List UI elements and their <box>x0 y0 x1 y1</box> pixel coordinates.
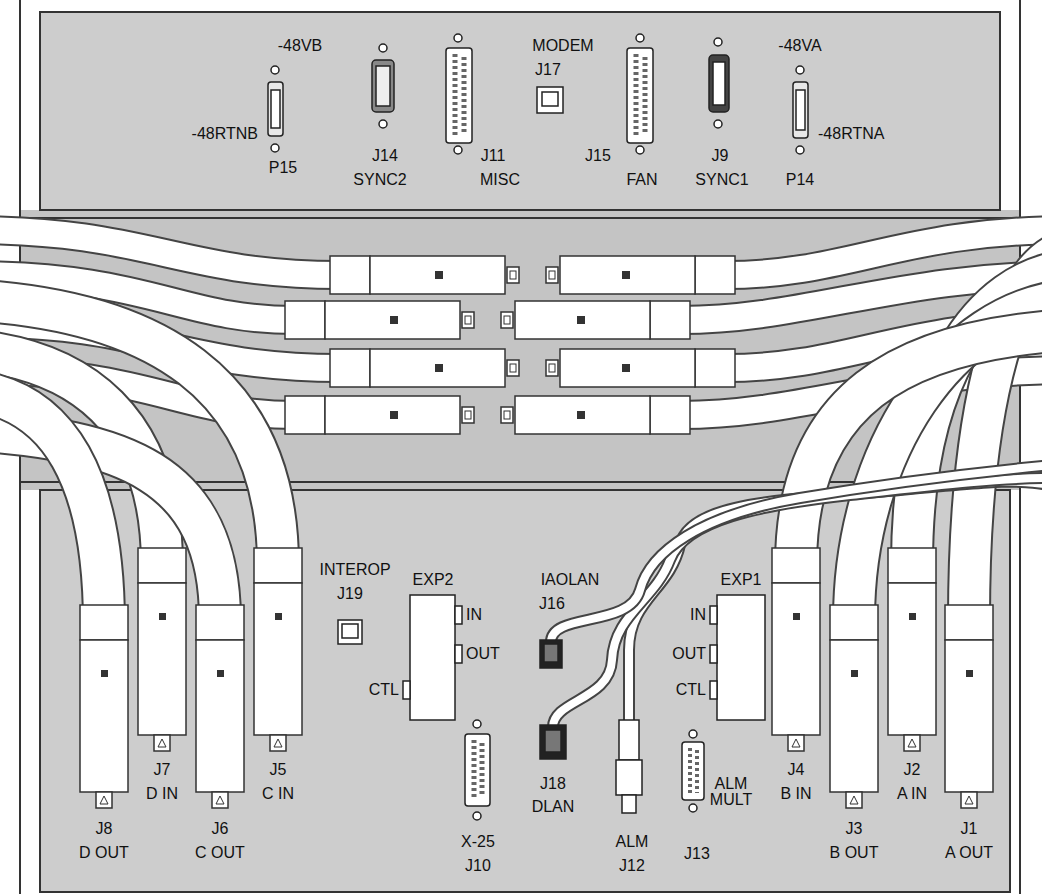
connector-label: IN <box>466 607 482 623</box>
connector-label: OUT <box>672 646 706 662</box>
connector-label: D IN <box>146 786 178 802</box>
connector-label: J2 <box>904 762 921 778</box>
connector-label: B OUT <box>830 845 879 861</box>
connector-label: D OUT <box>79 845 129 861</box>
connector-label: J12 <box>619 858 645 874</box>
connector-label: J10 <box>465 858 491 874</box>
connector-label: OUT <box>466 646 500 662</box>
connector-label: SYNC1 <box>695 172 748 188</box>
connector-label: IN <box>690 607 706 623</box>
connector-label: A OUT <box>945 845 993 861</box>
connector-label: J15 <box>585 148 611 164</box>
connector-label: J17 <box>535 62 561 78</box>
connector-label: X-25 <box>461 834 495 850</box>
connector-label: P14 <box>786 172 814 188</box>
connector-label: B IN <box>780 786 811 802</box>
connector-label: EXP1 <box>721 572 762 588</box>
connector-label: C IN <box>262 786 294 802</box>
connector-label: J7 <box>154 762 171 778</box>
connector-label: J8 <box>96 821 113 837</box>
connector-label: INTEROP <box>319 562 390 578</box>
connector-label: ALM MULT <box>706 776 756 808</box>
connector-label: MODEM <box>532 38 593 54</box>
connector-label: J18 <box>540 776 566 792</box>
connector-label: J19 <box>337 586 363 602</box>
connector-label: -48VA <box>778 38 821 54</box>
connector-label: EXP2 <box>413 572 454 588</box>
connector-label: CTL <box>369 682 399 698</box>
connector-label: -48RTNB <box>192 126 258 142</box>
connector-label: J6 <box>212 821 229 837</box>
lan-alarm-cables <box>551 465 1042 727</box>
connector-label: C OUT <box>195 845 245 861</box>
inline-plugs <box>285 256 735 434</box>
connector-label: DLAN <box>532 799 575 815</box>
connector-label: J16 <box>539 596 565 612</box>
connector-label: J4 <box>788 762 805 778</box>
connector-label: J3 <box>846 821 863 837</box>
connector-label: ALM <box>616 834 649 850</box>
connector-label: SYNC2 <box>353 172 406 188</box>
connector-label: J13 <box>684 846 710 862</box>
connector-label: J14 <box>372 148 398 164</box>
connector-label: MISC <box>480 172 520 188</box>
connector-label: J1 <box>961 821 978 837</box>
connector-label: CTL <box>676 682 706 698</box>
line-connectors <box>80 548 993 808</box>
connector-label: IAOLAN <box>541 572 600 588</box>
bottom-connectors <box>338 595 765 820</box>
connector-label: J5 <box>270 762 287 778</box>
connector-label: -48VB <box>278 38 322 54</box>
connector-label: J9 <box>712 148 729 164</box>
connector-label: A IN <box>897 786 927 802</box>
connector-label: P15 <box>269 160 297 176</box>
connector-label: FAN <box>626 172 657 188</box>
connector-label: J11 <box>481 148 506 164</box>
connector-label: -48RTNA <box>818 126 884 142</box>
top-connectors <box>268 34 808 154</box>
